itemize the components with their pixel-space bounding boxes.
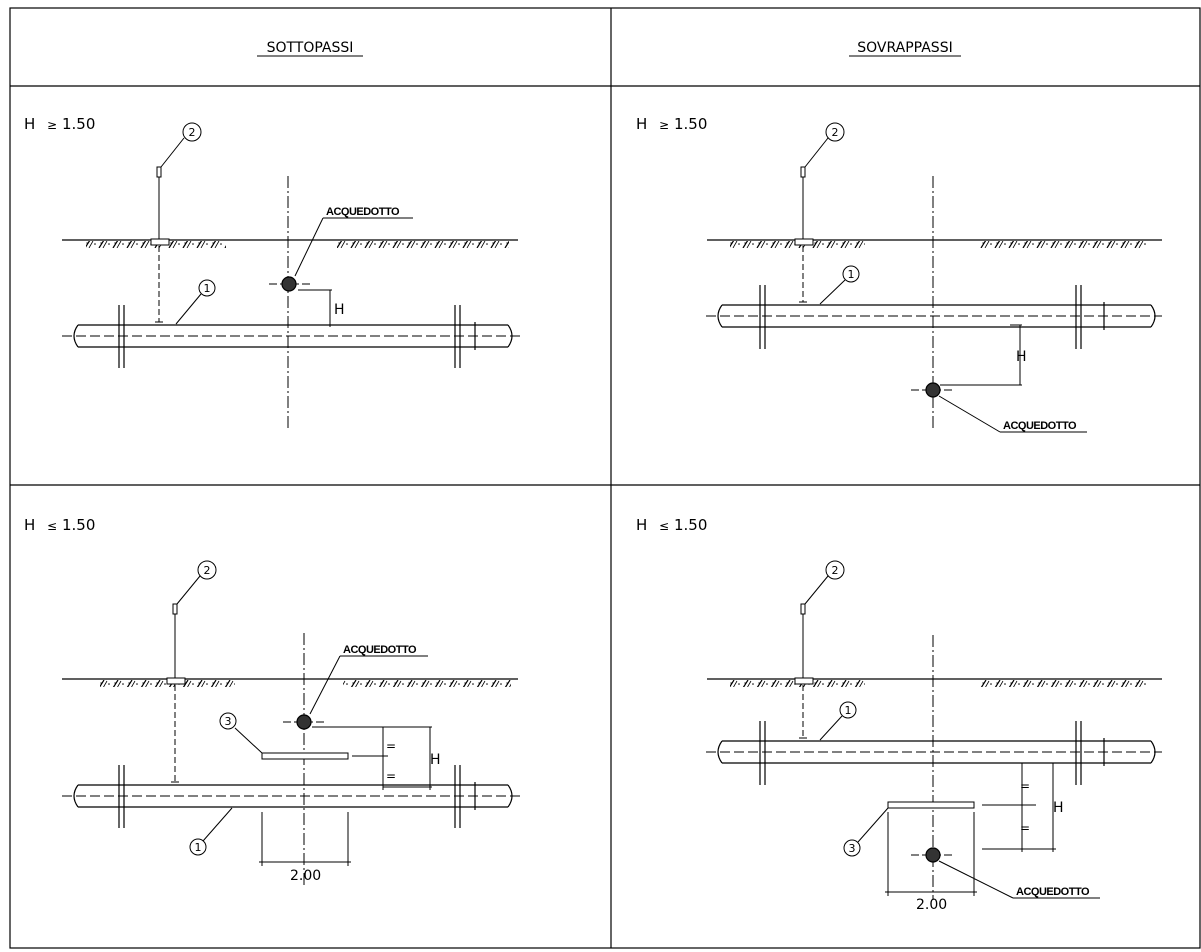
svg-text:2: 2 [189, 126, 196, 139]
condition-label: H ≥ 1.50 [24, 115, 95, 133]
panel-sottopassi-h-greater: H ≥ 1.50 2 [24, 115, 520, 428]
ground-line [707, 678, 1162, 687]
svg-text:2: 2 [204, 564, 211, 577]
dimension-width: 2.00 [259, 812, 351, 884]
aqueduct-pipe: ACQUEDOTTO [283, 644, 428, 730]
condition-h: H [636, 516, 647, 534]
callout-1: 1 [175, 279, 216, 325]
callout-2: 2 [825, 122, 845, 142]
svg-text:1: 1 [845, 704, 852, 717]
ground-line [707, 239, 1162, 248]
protection-slab [234, 727, 349, 760]
table-grid [9, 7, 1201, 949]
panel-sovrappassi-h-greater: H ≥ 1.50 2 [636, 115, 1162, 433]
marker-post [166, 575, 201, 783]
condition-value: 1.50 [674, 516, 707, 534]
callout-3: 3 [843, 839, 861, 857]
svg-text:H: H [1053, 800, 1064, 816]
callout-3: 3 [219, 712, 237, 730]
dimension-h: H [298, 289, 345, 327]
svg-text:H: H [334, 302, 345, 318]
marker-post [794, 575, 829, 739]
marker-post [794, 137, 829, 303]
width-label: 2.00 [916, 897, 947, 913]
svg-text:=: = [1020, 779, 1030, 793]
svg-text:=: = [386, 739, 396, 753]
svg-text:H: H [430, 752, 441, 768]
aqueduct-label: ACQUEDOTTO [326, 206, 400, 218]
aqueduct-label: ACQUEDOTTO [1003, 420, 1077, 432]
condition-label: H ≥ 1.50 [636, 115, 707, 133]
aqueduct-pipe: ACQUEDOTTO [911, 382, 1087, 433]
aqueduct-pipe: ACQUEDOTTO [269, 206, 413, 292]
svg-text:3: 3 [225, 715, 232, 728]
svg-text:=: = [1020, 821, 1030, 835]
callout-2: 2 [825, 560, 845, 580]
dimension-width: 2.00 [885, 812, 977, 913]
condition-operator: ≤ [47, 519, 57, 533]
callout-1: 1 [189, 807, 233, 856]
condition-label: H ≤ 1.50 [636, 516, 707, 534]
panel-sovrappassi-h-less: H ≤ 1.50 2 [636, 516, 1162, 913]
ground-line [62, 239, 518, 248]
condition-label: H ≤ 1.50 [24, 516, 95, 534]
svg-text:3: 3 [849, 842, 856, 855]
width-label: 2.00 [290, 868, 321, 884]
condition-value: 1.50 [674, 115, 707, 133]
dimension-h: H [940, 324, 1027, 386]
pipeline [62, 765, 520, 828]
callout-1: 1 [819, 265, 860, 305]
condition-operator: ≥ [659, 118, 669, 132]
callout-2: 2 [197, 560, 217, 580]
condition-h: H [636, 115, 647, 133]
svg-text:1: 1 [848, 268, 855, 281]
aqueduct-label: ACQUEDOTTO [343, 644, 417, 656]
condition-h: H [24, 115, 35, 133]
aqueduct-label: ACQUEDOTTO [1016, 886, 1090, 898]
svg-text:=: = [386, 769, 396, 783]
pipeline [706, 721, 1162, 785]
pipeline [62, 305, 520, 368]
protection-slab [857, 801, 975, 843]
dimension-h: = = H [982, 762, 1064, 852]
svg-text:1: 1 [195, 841, 202, 854]
ground-line [62, 678, 518, 687]
marker-post [150, 137, 185, 323]
aqueduct-pipe: ACQUEDOTTO [911, 847, 1100, 899]
svg-text:H: H [1016, 349, 1027, 365]
callout-1: 1 [819, 701, 857, 741]
dimension-h: = = H [312, 726, 441, 790]
column-header-left: SOTTOPASSI [257, 40, 363, 57]
panel-sottopassi-h-less: H ≤ 1.50 2 ACQUEDOTTO [24, 516, 520, 885]
svg-text:2: 2 [832, 126, 839, 139]
condition-value: 1.50 [62, 115, 95, 133]
callout-2: 2 [182, 122, 202, 142]
pipeline [706, 285, 1162, 349]
condition-h: H [24, 516, 35, 534]
header-sovrappassi: SOVRAPPASSI [857, 40, 952, 56]
condition-operator: ≤ [659, 519, 669, 533]
header-sottopassi: SOTTOPASSI [267, 40, 354, 56]
condition-operator: ≥ [47, 118, 57, 132]
svg-text:1: 1 [204, 282, 211, 295]
condition-value: 1.50 [62, 516, 95, 534]
svg-text:2: 2 [832, 564, 839, 577]
column-header-right: SOVRAPPASSI [849, 40, 961, 57]
